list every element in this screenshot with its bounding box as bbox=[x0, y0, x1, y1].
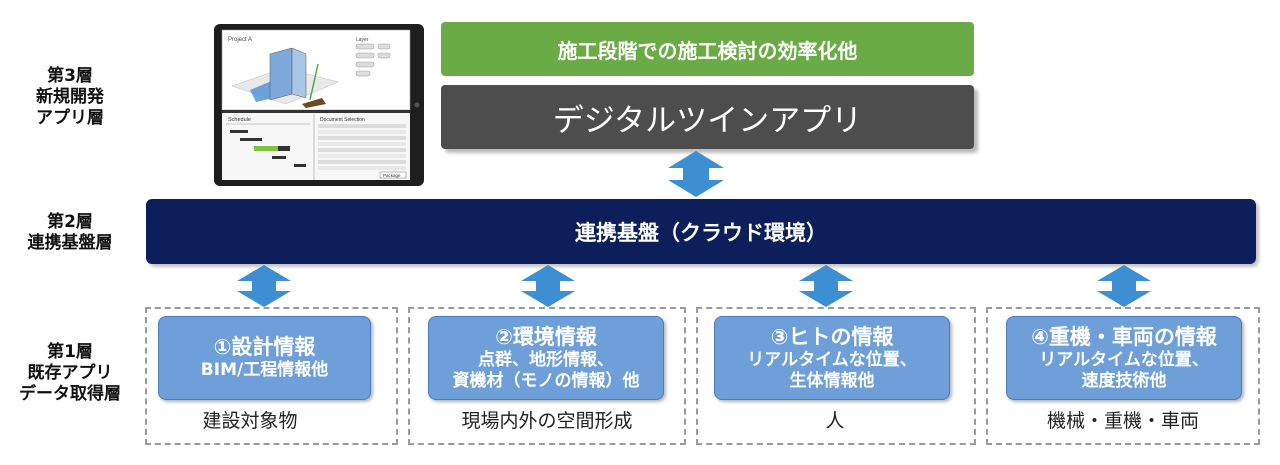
layer-toggle-2 bbox=[377, 43, 391, 50]
project-title: Project A bbox=[228, 37, 252, 43]
gantt-bar-3 bbox=[254, 146, 278, 151]
source-group-environment bbox=[408, 307, 686, 445]
layer-panel-title: Layer bbox=[356, 37, 369, 43]
layer3-label-line3: アプリ層 bbox=[36, 108, 104, 128]
gantt-bar-2 bbox=[240, 138, 262, 141]
double-arrow-top bbox=[668, 151, 724, 197]
tablet-illustration: Project A Layer Schedule Document Select… bbox=[214, 24, 424, 186]
tablet-screen: Project A Layer Schedule Document Select… bbox=[221, 29, 420, 180]
people-info-sub1: リアルタイムな位置、 bbox=[747, 349, 917, 370]
double-arrow-1-shape bbox=[237, 265, 291, 307]
layer-toggle-4 bbox=[377, 52, 391, 59]
double-arrow-4 bbox=[1097, 265, 1151, 307]
layer-toggle-3 bbox=[355, 52, 375, 59]
gantt-bar-5 bbox=[272, 156, 286, 159]
layer1-label-line3: データ取得層 bbox=[19, 384, 121, 404]
doc-row-7 bbox=[318, 160, 406, 164]
people-info-sub2: 生体情報他 bbox=[789, 370, 875, 391]
layer1-label: 第1層 既存アプリ データ取得層 bbox=[0, 342, 140, 405]
layer-toggle-1 bbox=[355, 43, 375, 50]
cloud-platform-bar: 連携基盤（クラウド環境） bbox=[146, 199, 1256, 264]
document-title: Document Selection bbox=[320, 117, 365, 123]
machinery-info-sub1: リアルタイムな位置、 bbox=[1039, 349, 1209, 370]
environment-caption: 現場内外の空間形成 bbox=[461, 410, 633, 432]
double-arrow-3 bbox=[799, 265, 853, 307]
source-group-design bbox=[145, 307, 398, 445]
double-arrow-2-shape bbox=[521, 265, 575, 307]
layer-toggle-5 bbox=[355, 61, 375, 68]
people-caption: 人 bbox=[825, 410, 845, 432]
doc-row-6 bbox=[318, 154, 406, 158]
gantt-bar-1 bbox=[230, 130, 248, 133]
gantt-bar-6 bbox=[294, 164, 306, 167]
package-button-shape bbox=[379, 171, 407, 179]
double-arrow-4-shape bbox=[1097, 265, 1151, 307]
doc-row-4 bbox=[318, 142, 406, 146]
layer1-label-line2: 既存アプリ bbox=[27, 363, 113, 383]
layer1-label-line1: 第1層 bbox=[47, 342, 93, 362]
source-group-machinery bbox=[986, 307, 1260, 445]
doc-row-1 bbox=[318, 124, 406, 128]
layer2-label: 第2層 連携基盤層 bbox=[0, 212, 140, 254]
environment-info-sub1: 点群、地形情報、 bbox=[478, 349, 614, 370]
machinery-info-title: ④重機・車両の情報 bbox=[1031, 324, 1217, 349]
design-info-title: ①設計情報 bbox=[213, 335, 316, 359]
building-front bbox=[269, 47, 293, 101]
environment-info-box: ②環境情報 点群、地形情報、 資機材（モノの情報）他 bbox=[428, 316, 664, 400]
environment-info-title: ②環境情報 bbox=[495, 324, 597, 349]
crane-arm bbox=[309, 63, 319, 101]
people-info-box: ③ヒトの情報 リアルタイムな位置、 生体情報他 bbox=[714, 316, 950, 400]
screen-divider bbox=[222, 110, 410, 113]
people-info-title: ③ヒトの情報 bbox=[770, 324, 894, 349]
doc-row-5 bbox=[318, 148, 406, 152]
design-info-box: ①設計情報 BIM/工程情報他 bbox=[158, 316, 371, 400]
machinery-caption: 機械・重機・車両 bbox=[1046, 410, 1199, 432]
layer2-label-line1: 第2層 bbox=[47, 212, 93, 232]
layer2-label-line2: 連携基盤層 bbox=[27, 233, 113, 253]
layer3-label: 第3層 新規開発 アプリ層 bbox=[0, 66, 140, 129]
doc-row-3 bbox=[318, 136, 406, 140]
digital-twin-app-banner: デジタルツインアプリ bbox=[441, 85, 974, 149]
package-button-label: Package bbox=[383, 173, 401, 178]
layer3-label-line1: 第3層 bbox=[47, 66, 93, 86]
double-arrow-3-shape bbox=[799, 265, 853, 307]
crane-base bbox=[302, 98, 326, 108]
machinery-info-box: ④重機・車両の情報 リアルタイムな位置、 速度技術他 bbox=[1006, 316, 1242, 400]
environment-info-sub2: 資機材（モノの情報）他 bbox=[452, 370, 640, 391]
layer-toggle-6 bbox=[355, 70, 371, 77]
double-arrow-top-shape bbox=[668, 151, 724, 197]
source-group-people bbox=[696, 307, 976, 445]
machinery-info-sub2: 速度技術他 bbox=[1081, 370, 1167, 391]
design-caption: 建設対象物 bbox=[202, 410, 298, 432]
efficiency-banner: 施工段階での施工検討の効率化他 bbox=[441, 22, 974, 76]
gantt-bar-4 bbox=[278, 146, 290, 151]
building-side bbox=[291, 47, 307, 99]
design-info-sub1: BIM/工程情報他 bbox=[200, 360, 329, 380]
double-arrow-1 bbox=[237, 265, 291, 307]
doc-row-8 bbox=[318, 166, 406, 170]
doc-row-2 bbox=[318, 130, 406, 134]
double-arrow-2 bbox=[521, 265, 575, 307]
layer3-label-line2: 新規開発 bbox=[36, 87, 104, 107]
schedule-title: Schedule bbox=[228, 117, 251, 123]
camera-dot bbox=[414, 102, 420, 108]
